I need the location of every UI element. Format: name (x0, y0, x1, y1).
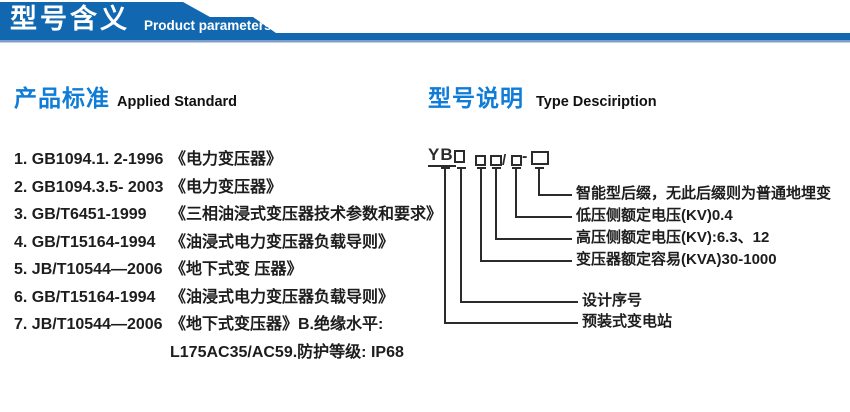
label-hv-voltage: 高压侧额定电压(KV):6.3、12 (576, 229, 770, 246)
label-lv-voltage: 低压侧额定电压(KV)0.4 (576, 207, 733, 224)
connector-line (538, 194, 572, 196)
label-smart-suffix: 智能型后缀，无此后缀则为普通地埋变 (576, 185, 832, 202)
standard-row: 2. GB1094.3.5- 2003 《电力变压器》 (14, 178, 434, 200)
connector-line (480, 260, 572, 262)
standard-row: 6. GB/T15164-1994 《油浸式电力变压器负载导则》 (14, 288, 434, 310)
model-box-hv-voltage (490, 155, 502, 166)
standard-code: 1. GB1094.1. 2-1996 (14, 151, 164, 168)
banner-title-en: Product parameters (144, 18, 272, 33)
standard-title: 《地下式变压器》B.绝缘水平: (170, 316, 384, 333)
label-design-no: 设计序号 (582, 292, 643, 309)
model-box-lv-voltage (511, 155, 522, 166)
standard-row: 4. GB/T15164-1994 《油浸式电力变压器负载导则》 (14, 233, 434, 255)
connector-line (460, 301, 578, 303)
standard-code: 5. JB/T10544—2006 (14, 261, 163, 278)
banner-shape (0, 2, 850, 40)
standard-code: 6. GB/T15164-1994 (14, 289, 156, 306)
standard-title: 《三相油浸式变压器技术参数和要求》 (170, 206, 443, 223)
applied-standard-heading-zh: 产品标准 (14, 85, 110, 111)
standard-title: 《油浸式电力变压器负载导则》 (170, 289, 395, 306)
connector-line (444, 322, 578, 324)
model-box-smart-suffix (531, 151, 549, 165)
banner-underline (0, 40, 850, 43)
banner-ribbon (0, 2, 850, 43)
connector-line (444, 168, 446, 324)
model-separator-slash: / (502, 152, 507, 169)
model-box-capacity (475, 155, 486, 166)
standard-continuation: L175AC35/AC59.防护等级: IP68 (170, 344, 404, 361)
label-capacity: 变压器额定容易(KVA)30-1000 (576, 251, 777, 268)
connector-line (495, 238, 572, 240)
connector-line (538, 168, 540, 196)
standard-code: 3. GB/T6451-1999 (14, 206, 147, 223)
connector-line (515, 216, 572, 218)
type-description-heading-zh: 型号说明 (428, 85, 524, 111)
type-description-heading-en: Type Desciription (536, 94, 657, 110)
standard-title: 《油浸式电力变压器负载导则》 (170, 234, 395, 251)
connector-line (460, 168, 462, 303)
standard-code: 2. GB1094.3.5- 2003 (14, 179, 164, 196)
standard-row: 5. JB/T10544—2006 《地下式变 压器》 (14, 260, 434, 282)
connector-line (480, 168, 482, 262)
banner-title-zh: 型号含义 (10, 4, 130, 34)
label-station: 预装式变电站 (582, 313, 673, 330)
model-separator-dash: - (522, 148, 528, 165)
standard-row: 1. GB1094.1. 2-1996 《电力变压器》 (14, 150, 434, 172)
standard-title: 《地下式变 压器》 (170, 261, 303, 278)
connector-line (515, 168, 517, 218)
standard-row: 7. JB/T10544—2006 《地下式变压器》B.绝缘水平: (14, 315, 434, 337)
connector-line (495, 168, 497, 240)
standard-title: 《电力变压器》 (170, 179, 283, 196)
standard-row: 3. GB/T6451-1999 《三相油浸式变压器技术参数和要求》 (14, 205, 442, 227)
standard-code: 7. JB/T10544—2006 (14, 316, 163, 333)
standard-title: 《电力变压器》 (170, 151, 283, 168)
applied-standard-heading-en: Applied Standard (117, 94, 238, 110)
model-box-design-no (454, 150, 465, 163)
standard-code: 4. GB/T15164-1994 (14, 234, 156, 251)
model-prefix-yb: YB (428, 146, 456, 167)
